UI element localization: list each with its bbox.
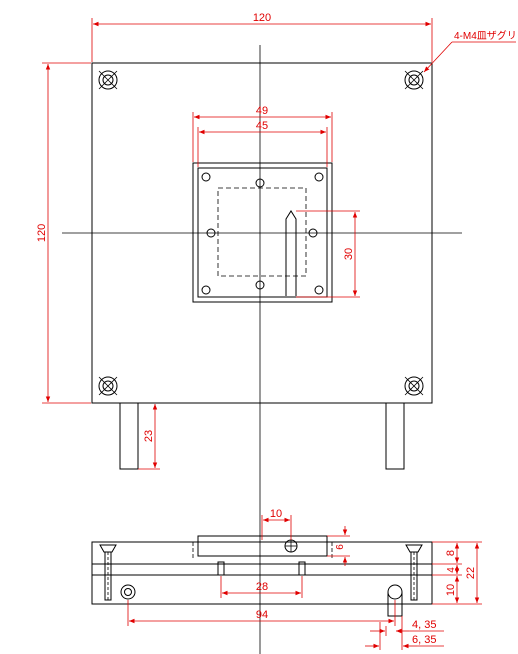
window-opening <box>217 187 307 277</box>
side-inner-step <box>298 561 306 575</box>
right-leg <box>385 402 405 470</box>
side-body-outline <box>91 541 433 605</box>
corner-hole-top-left <box>98 70 118 90</box>
corner-hole-bottom-right <box>404 376 424 396</box>
corner-hole-top-right <box>404 70 424 90</box>
window-screw-hole <box>255 178 265 188</box>
svg-text:22: 22 <box>465 567 477 579</box>
svg-text:4: 4 <box>446 567 457 573</box>
svg-text:6: 6 <box>335 544 346 550</box>
dim-side-inner-width: 28 <box>220 576 303 598</box>
dim-window-outer: 49 <box>192 105 333 162</box>
dim-window-height: 30 <box>296 210 360 298</box>
side-inner-step <box>217 561 225 575</box>
svg-text:49: 49 <box>256 105 268 117</box>
dim-leg-length: 23 <box>138 404 160 470</box>
window-screw-hole <box>201 172 211 182</box>
dim-side-hole-pitch: 94 <box>127 600 396 626</box>
base-plate-outline <box>91 62 433 404</box>
dim-window-inner: 45 <box>197 120 328 167</box>
window-screw-hole <box>308 228 318 238</box>
left-leg <box>119 402 139 470</box>
svg-text:4, 35: 4, 35 <box>412 619 436 631</box>
dim-side-offset-2: 6, 35 <box>365 616 444 650</box>
dim-top-width: 120 <box>91 12 433 62</box>
svg-text:30: 30 <box>343 248 355 260</box>
top-view: 120 120 4-M4皿ザグリ 49 45 <box>36 12 517 654</box>
window-frame-outer <box>192 162 333 303</box>
dim-side-top-offset: 6 <box>327 526 350 566</box>
side-hole-right <box>387 584 403 600</box>
dim-side-offset-1: 4, 35 <box>370 619 444 636</box>
svg-text:120: 120 <box>253 12 271 24</box>
window-slot <box>285 210 297 296</box>
window-screw-hole <box>255 280 265 290</box>
svg-text:8: 8 <box>445 550 457 556</box>
window-frame-inner <box>197 167 328 298</box>
svg-text:94: 94 <box>256 609 268 621</box>
svg-text:4-M4皿ザグリ: 4-M4皿ザグリ <box>454 29 517 42</box>
window-screw-hole <box>314 285 324 295</box>
side-hole-left <box>120 584 136 600</box>
dim-side-top-width: 10 <box>261 508 292 540</box>
dim-side-right: 8 4 10 22 <box>432 541 482 605</box>
svg-text:10: 10 <box>270 508 282 520</box>
svg-text:6, 35: 6, 35 <box>412 634 436 646</box>
side-screw-right <box>405 544 423 601</box>
svg-text:45: 45 <box>256 120 268 132</box>
svg-text:10: 10 <box>445 584 457 596</box>
window-screw-hole <box>201 285 211 295</box>
side-view: 10 6 28 94 4, 35 <box>91 508 482 650</box>
svg-text:28: 28 <box>256 581 268 593</box>
dim-left-height: 120 <box>36 62 91 404</box>
side-screw-left <box>99 544 117 601</box>
window-screw-hole <box>314 172 324 182</box>
corner-hole-bottom-left <box>98 376 118 396</box>
svg-text:120: 120 <box>36 224 48 242</box>
dim-countersink-note: 4-M4皿ザグリ <box>423 29 517 73</box>
side-window-frame <box>197 535 328 557</box>
window-screw-hole <box>206 228 216 238</box>
svg-text:23: 23 <box>143 430 155 442</box>
